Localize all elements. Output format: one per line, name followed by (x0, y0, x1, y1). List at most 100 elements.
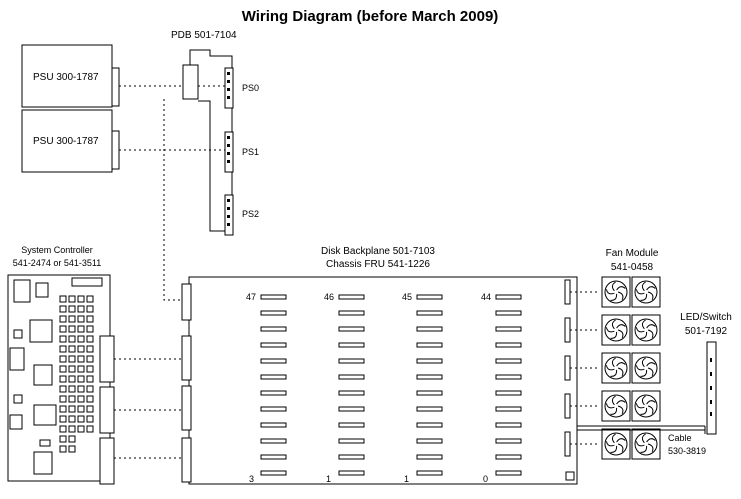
memory-cell (77, 395, 85, 403)
disk-backplane: Disk Backplane 501-7103 Chassis FRU 541-… (181, 246, 578, 485)
slot-number-bottom-2: 1 (326, 474, 331, 484)
disk-slot (416, 422, 443, 428)
disk-slot (416, 406, 443, 412)
disk-slot (338, 438, 365, 444)
backplane-fan-connector-3 (564, 355, 571, 381)
disk-slot (338, 390, 365, 396)
disk-slot (338, 422, 365, 428)
memory-cell (68, 355, 76, 363)
system-controller-connector-3 (99, 437, 115, 485)
memory-cell (77, 345, 85, 353)
memory-cell (86, 425, 94, 433)
disk-slot (495, 390, 522, 396)
led-switch-line1: LED/Switch (680, 312, 732, 323)
cable-label-line1: Cable (668, 433, 692, 443)
memory-cell (59, 335, 67, 343)
disk-slot (495, 326, 522, 332)
slot-number-top-2: 46 (324, 292, 334, 302)
memory-cell (68, 335, 76, 343)
memory-cell (77, 335, 85, 343)
memory-cell (68, 395, 76, 403)
disk-slot (260, 406, 287, 412)
disk-slot (260, 310, 287, 316)
disk-slot (416, 310, 443, 316)
backplane-fan-connector-2 (564, 317, 571, 343)
memory-cell (77, 375, 85, 383)
pdb-port-ps2: PS2 (242, 209, 259, 219)
memory-cell (86, 415, 94, 423)
system-controller: System Controller 541-2474 or 541-3511 (7, 245, 115, 485)
backplane-line2: Chassis FRU 541-1226 (326, 259, 430, 270)
fan (601, 428, 631, 460)
fan (631, 428, 661, 460)
backplane-left-connector-4 (181, 437, 192, 483)
system-controller-line1: System Controller (21, 245, 93, 255)
memory-cell (59, 375, 67, 383)
disk-slot (416, 358, 443, 364)
fan (601, 276, 631, 308)
disk-slot (338, 342, 365, 348)
memory-cell (86, 345, 94, 353)
psu-0-label: PSU 300-1787 (33, 72, 99, 83)
pdb-outline (189, 49, 233, 232)
cable-pdb-backplane (163, 99, 183, 301)
psu-1-body (21, 109, 113, 173)
disk-slot (495, 374, 522, 380)
memory-cell (68, 345, 76, 353)
slot-number-top-3: 45 (402, 292, 412, 302)
led-switch-line2: 501-7192 (685, 326, 728, 337)
disk-slot (416, 374, 443, 380)
disk-slot (338, 406, 365, 412)
disk-slot (260, 454, 287, 460)
memory-cell (86, 315, 94, 323)
memory-cell (77, 315, 85, 323)
disk-slot (495, 422, 522, 428)
slot-number-bottom-1: 3 (249, 474, 254, 484)
memory-cell (68, 295, 76, 303)
slot-number-top-4: 44 (481, 292, 491, 302)
disk-slot (260, 358, 287, 364)
memory-cell (77, 415, 85, 423)
backplane-fan-connector-5 (564, 431, 571, 457)
pdb-connector (182, 64, 199, 100)
disk-slot (260, 438, 287, 444)
memory-cell (68, 405, 76, 413)
diagram-title: Wiring Diagram (before March 2009) (242, 8, 499, 25)
disk-slot (416, 342, 443, 348)
memory-cell (59, 395, 67, 403)
disk-slot (260, 294, 287, 300)
pdb-pins (227, 72, 230, 226)
memory-cell (59, 355, 67, 363)
backplane-board (188, 276, 578, 485)
disk-slot (495, 438, 522, 444)
disk-slot (495, 294, 522, 300)
pdb-board: PDB 501-7104 PS0 PS1 PS2 (171, 30, 259, 236)
fan (631, 276, 661, 308)
backplane-fan-connector-4 (564, 393, 571, 419)
disk-slot (260, 326, 287, 332)
memory-cell (68, 415, 76, 423)
disk-slot (495, 470, 522, 476)
system-controller-connector-2 (99, 386, 115, 434)
disk-slot (495, 342, 522, 348)
pdb-port-ps1: PS1 (242, 147, 259, 157)
fan (631, 314, 661, 346)
memory-cell (59, 445, 67, 453)
memory-cell (86, 335, 94, 343)
disk-slot (338, 326, 365, 332)
disk-slot (495, 358, 522, 364)
memory-cell (77, 425, 85, 433)
disk-slot (338, 374, 365, 380)
backplane-left-connector-1 (181, 283, 192, 321)
memory-cell (59, 295, 67, 303)
disk-slot (260, 422, 287, 428)
system-controller-components (9, 277, 103, 475)
memory-cell (86, 375, 94, 383)
disk-slot (416, 390, 443, 396)
disk-slot (260, 390, 287, 396)
memory-cell (77, 365, 85, 373)
system-controller-connector-1 (99, 335, 115, 383)
memory-cell (68, 435, 76, 443)
disk-slot (260, 342, 287, 348)
memory-cell (86, 365, 94, 373)
